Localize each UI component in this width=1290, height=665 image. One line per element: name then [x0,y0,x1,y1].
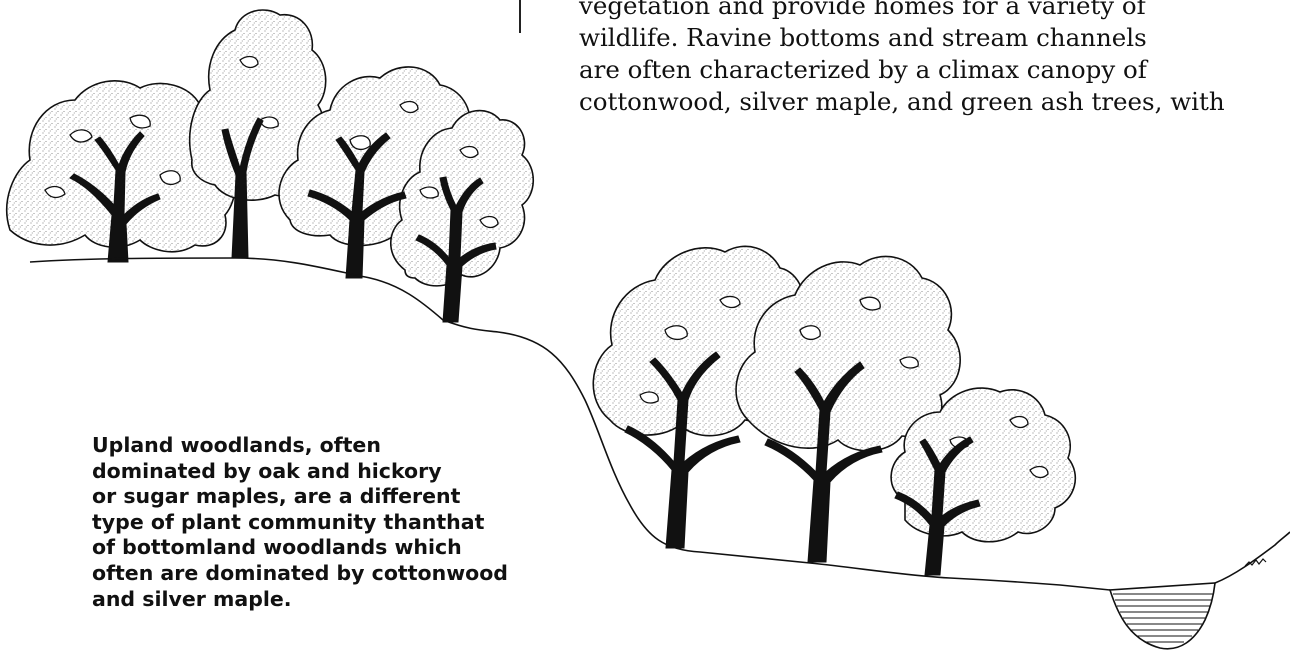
caption-line: often are dominated by cottonwood [92,561,542,587]
body-text-line: cottonwood, silver maple, and green ash … [579,86,1290,118]
bottomland-trees [593,246,1075,575]
caption-line: type of plant community thanthat [92,510,542,536]
caption-line: of bottomland woodlands which [92,535,542,561]
stream-channel [1110,583,1215,649]
body-text: vegetation and provide homes for a varie… [579,0,1290,118]
body-text-line: wildlife. Ravine bottoms and stream chan… [579,22,1290,54]
caption-line: dominated by oak and hickory [92,459,542,485]
illustration-caption: Upland woodlands, often dominated by oak… [92,433,542,612]
caption-line: and silver maple. [92,587,542,613]
caption-line: or sugar maples, are a different [92,484,542,510]
body-text-line: are often characterized by a climax cano… [579,54,1290,86]
upland-trees [7,10,534,322]
body-text-line: vegetation and provide homes for a varie… [579,0,1290,22]
caption-line: Upland woodlands, often [92,433,542,459]
margin-rule [519,0,521,33]
